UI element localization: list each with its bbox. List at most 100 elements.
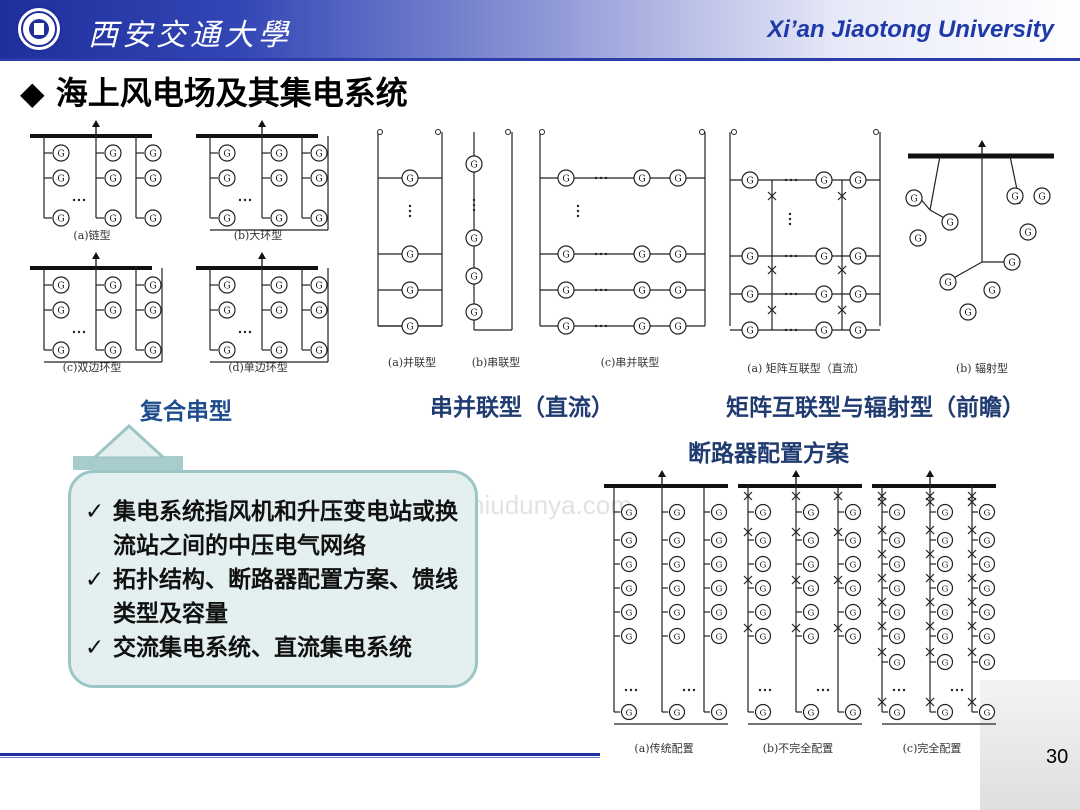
- breaker-icon: [743, 623, 753, 633]
- generator-label: G: [275, 346, 282, 357]
- generator-icon: [710, 503, 728, 521]
- generator-icon: [104, 209, 122, 227]
- breaker-icon: [967, 621, 977, 631]
- generator-icon: [1033, 187, 1051, 205]
- ellipsis-dot: [243, 198, 247, 202]
- generator-label: G: [984, 561, 991, 571]
- ellipsis-dot: [599, 324, 603, 328]
- background-building: [980, 680, 1080, 810]
- arrow-icon: [258, 252, 266, 259]
- generator-icon: [710, 703, 728, 721]
- generator-label: G: [674, 585, 681, 595]
- generator-icon: [888, 653, 906, 671]
- generator-icon: [741, 247, 759, 265]
- generator-icon: [978, 579, 996, 597]
- generator-label: G: [820, 252, 827, 263]
- breaker-icon: [791, 527, 801, 537]
- generator-label: G: [760, 609, 767, 619]
- label-series-parallel: 串并联型（直流）: [430, 395, 614, 421]
- generator-label: G: [109, 174, 116, 185]
- generator-icon: [218, 169, 236, 187]
- generator-label: G: [984, 633, 991, 643]
- generator-icon: [888, 555, 906, 573]
- generator-label: G: [988, 286, 995, 297]
- ellipsis-dot: [821, 688, 825, 692]
- ellipsis-dot: [599, 288, 603, 292]
- breaker-icon: [877, 549, 887, 559]
- ellipsis-dot: [408, 214, 412, 218]
- generator-icon: [270, 301, 288, 319]
- ellipsis-dot: [789, 254, 793, 258]
- breaker-icon: [925, 621, 935, 631]
- breaker-icon: [925, 573, 935, 583]
- generator-label: G: [984, 537, 991, 547]
- generator-label: G: [894, 509, 901, 519]
- generator-label: G: [984, 609, 991, 619]
- generator-label: G: [894, 609, 901, 619]
- generator-icon: [270, 341, 288, 359]
- generator-label: G: [626, 509, 633, 519]
- ellipsis-dot: [82, 330, 86, 334]
- breaker-icon: [967, 525, 977, 535]
- generator-label: G: [470, 308, 477, 319]
- ellipsis-dot: [955, 688, 959, 692]
- generator-label: G: [223, 281, 230, 292]
- generator-label: G: [626, 561, 633, 571]
- ellipsis-dot: [950, 688, 954, 692]
- generator-icon: [218, 276, 236, 294]
- generator-icon: [270, 209, 288, 227]
- caption-series-parallel: (c)串并联型: [601, 355, 660, 369]
- generator-icon: [144, 276, 162, 294]
- ellipsis-dot: [788, 222, 792, 226]
- generator-icon: [844, 703, 862, 721]
- generator-icon: [310, 209, 328, 227]
- generator-icon: [936, 603, 954, 621]
- generator-label: G: [562, 286, 569, 297]
- generator-icon: [218, 301, 236, 319]
- ellipsis-dot: [243, 330, 247, 334]
- generator-label: G: [626, 537, 633, 547]
- breaker-icon: [967, 647, 977, 657]
- arrow-icon: [92, 252, 100, 259]
- breaker-icon: [877, 597, 887, 607]
- generator-icon: [844, 503, 862, 521]
- generator-label: G: [716, 509, 723, 519]
- generator-label: G: [746, 176, 753, 187]
- generator-label: G: [470, 272, 477, 283]
- breaker-icon: [743, 491, 753, 501]
- generator-label: G: [315, 214, 322, 225]
- generator-label: G: [109, 346, 116, 357]
- generator-label: G: [638, 174, 645, 185]
- generator-icon: [741, 321, 759, 339]
- generator-icon: [936, 703, 954, 721]
- generator-label: G: [57, 214, 64, 225]
- generator-icon: [939, 273, 957, 291]
- breaker-icon: [877, 573, 887, 583]
- generator-label: G: [914, 234, 921, 245]
- breaker-icon: [833, 491, 843, 501]
- header-divider: [0, 58, 1080, 61]
- ellipsis-dot: [784, 254, 788, 258]
- generator-label: G: [1011, 192, 1018, 203]
- ellipsis-dot: [794, 178, 798, 182]
- ellipsis-dot: [788, 212, 792, 216]
- generator-icon: [802, 503, 820, 521]
- breaker-icon: [837, 265, 847, 275]
- generator-icon: [888, 703, 906, 721]
- caption-incomplete: (b)不完全配置: [763, 741, 834, 755]
- generator-icon: [849, 171, 867, 189]
- generator-icon: [557, 245, 575, 263]
- generator-icon: [620, 579, 638, 597]
- generator-label: G: [984, 585, 991, 595]
- generator-icon: [936, 627, 954, 645]
- ellipsis-dot: [472, 203, 476, 207]
- generator-icon: [815, 285, 833, 303]
- generator-icon: [1019, 223, 1037, 241]
- university-name-english: Xi’an Jiaotong University: [767, 16, 1054, 43]
- generator-icon: [218, 209, 236, 227]
- generator-label: G: [57, 306, 64, 317]
- breaker-icon: [791, 491, 801, 501]
- generator-label: G: [57, 281, 64, 292]
- generator-icon: [710, 603, 728, 621]
